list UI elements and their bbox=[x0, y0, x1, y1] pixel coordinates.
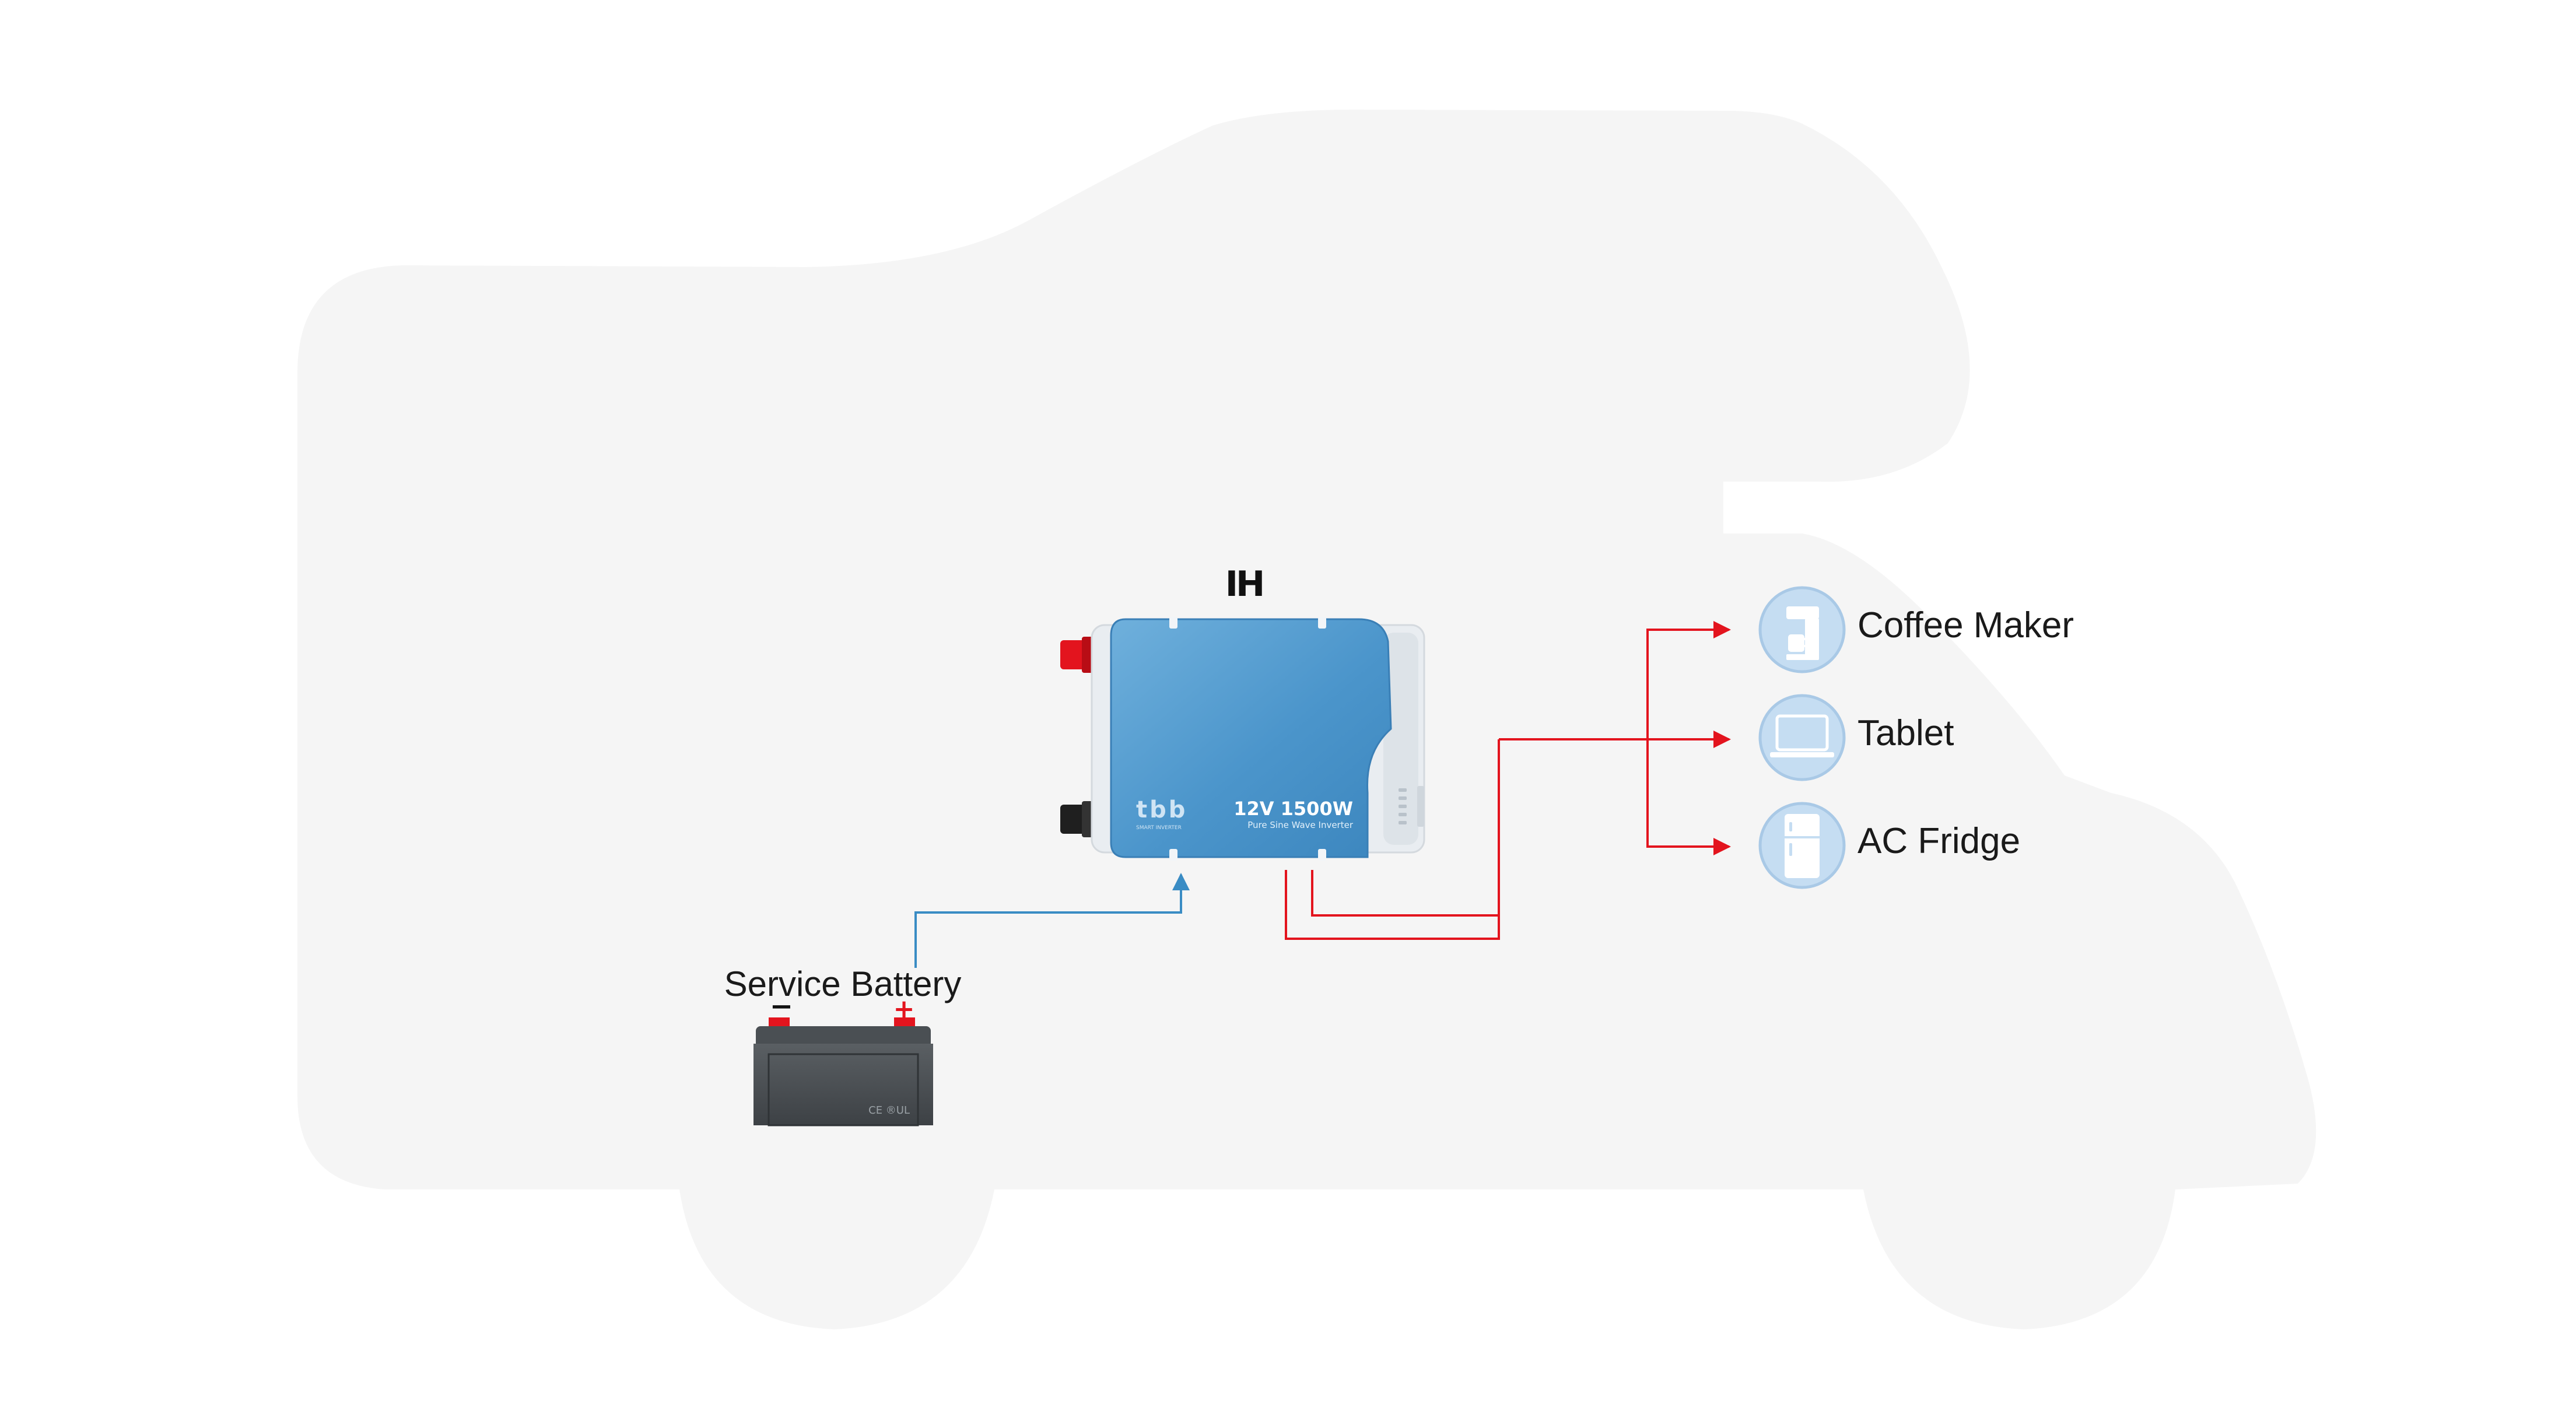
service-battery: Service Battery − + CE ®UL bbox=[724, 964, 962, 1126]
ac-wire-to-fridge bbox=[1646, 739, 1731, 855]
ac-output-wire-1 bbox=[1285, 739, 1500, 940]
dc-wire-battery-to-inverter bbox=[914, 873, 1190, 968]
coffee-maker-icon-circle bbox=[1758, 586, 1846, 673]
inverter: IH tbb SMA bbox=[1060, 564, 1425, 861]
load-label-tablet: Tablet bbox=[1857, 713, 1954, 753]
load-coffee-maker: Coffee Maker bbox=[1758, 586, 2074, 673]
tablet-icon bbox=[1770, 714, 1834, 757]
load-ac-fridge: AC Fridge bbox=[1758, 802, 2020, 889]
inverter-vents bbox=[1399, 786, 1424, 827]
inverter-blue-cover bbox=[1110, 618, 1392, 858]
load-tablet: Tablet bbox=[1758, 694, 1954, 781]
ac-output-wire-2 bbox=[1311, 870, 1499, 917]
battery-label: Service Battery bbox=[724, 964, 962, 1003]
inverter-logo: IH bbox=[1225, 564, 1263, 605]
battery-negative-symbol: − bbox=[770, 990, 793, 1023]
coffee-maker-icon bbox=[1786, 606, 1819, 660]
ac-distribution-bus bbox=[1646, 621, 1731, 739]
load-label-coffee-maker: Coffee Maker bbox=[1857, 605, 2074, 645]
fridge-icon bbox=[1785, 814, 1820, 878]
inverter-brand: tbb bbox=[1136, 796, 1187, 823]
load-label-ac-fridge: AC Fridge bbox=[1857, 821, 2020, 861]
tablet-icon-circle bbox=[1758, 694, 1846, 781]
inverter-subtitle: Pure Sine Wave Inverter bbox=[1247, 820, 1354, 830]
inverter-brand-tagline: SMART INVERTER bbox=[1136, 825, 1182, 831]
inverter-model: 12V 1500W bbox=[1233, 798, 1353, 820]
battery-body bbox=[753, 1044, 933, 1125]
battery-cert-marks: CE ®UL bbox=[868, 1104, 910, 1117]
